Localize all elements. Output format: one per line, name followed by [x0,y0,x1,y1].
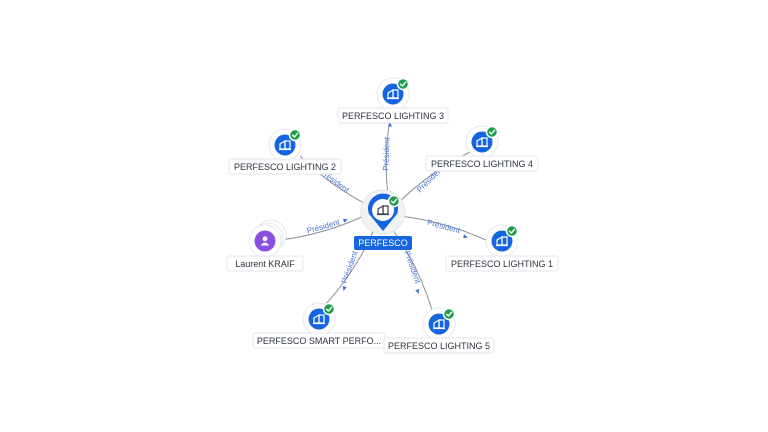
building-icon [387,88,399,100]
verified-badge-icon [505,224,519,238]
building-icon [476,136,488,148]
node-label-text: PERFESCO LIGHTING 3 [342,111,444,121]
edge-label: Président [426,218,462,236]
node-label-text: Laurent KRAIF [235,259,295,269]
node-label-text: PERFESCO LIGHTING 4 [431,159,533,169]
node-label-text: PERFESCO LIGHTING 1 [451,259,553,269]
nodes-layer: PERFESCO LIGHTING 3 PERFESCO LIGHTING 2 PE… [226,77,559,354]
center-node[interactable]: PERFESCO [354,189,412,250]
building-icon [433,318,445,330]
node-label: PERFESCO LIGHTING 1 [445,255,559,272]
node-lighting1[interactable]: PERFESCO LIGHTING 1 [445,224,559,272]
verified-badge-icon [288,128,302,142]
edge-label: Président [306,217,342,235]
building-icon [377,204,389,216]
edge-label: Président [381,136,391,171]
building-icon [496,235,508,247]
edge-label: Président [402,250,422,286]
node-label: Laurent KRAIF [226,255,304,272]
verified-badge-icon [387,194,401,208]
verified-badge-icon [485,125,499,139]
verified-badge-icon [322,302,336,316]
building-icon [313,313,325,325]
person-icon [260,236,270,246]
edge-arrow [387,122,392,127]
node-lighting3[interactable]: PERFESCO LIGHTING 3 [337,77,449,124]
node-lighting4[interactable]: PERFESCO LIGHTING 4 [425,125,539,172]
center-label: PERFESCO [358,238,408,248]
node-label: PERFESCO LIGHTING 2 [228,158,342,175]
node-label-text: PERFESCO LIGHTING 5 [388,341,490,351]
verified-badge-icon [442,307,456,321]
node-lighting5[interactable]: PERFESCO LIGHTING 5 [383,307,495,354]
edge-arrow [463,234,468,239]
node-smart[interactable]: PERFESCO SMART PERFO... [252,302,386,349]
node-label-text: PERFESCO LIGHTING 2 [234,162,336,172]
node-lighting2[interactable]: PERFESCO LIGHTING 2 [228,128,342,175]
center-label-box [354,236,412,250]
node-label: PERFESCO SMART PERFO... [252,332,386,349]
node-label: PERFESCO LIGHTING 3 [337,107,449,124]
edge-label: Président [340,249,360,285]
node-label-text: PERFESCO SMART PERFO... [257,336,381,346]
building-icon [279,139,291,151]
edge-arrow [343,218,348,223]
verified-badge-icon [396,77,410,91]
node-label: PERFESCO LIGHTING 4 [425,155,539,172]
node-label: PERFESCO LIGHTING 5 [383,337,495,354]
node-kraif[interactable]: Laurent KRAIF [226,219,304,272]
edge-arrow [342,285,347,291]
edge-kraif: Président [279,214,367,241]
edge-lighting1: Président [399,215,489,242]
edge-arrow [415,288,420,294]
